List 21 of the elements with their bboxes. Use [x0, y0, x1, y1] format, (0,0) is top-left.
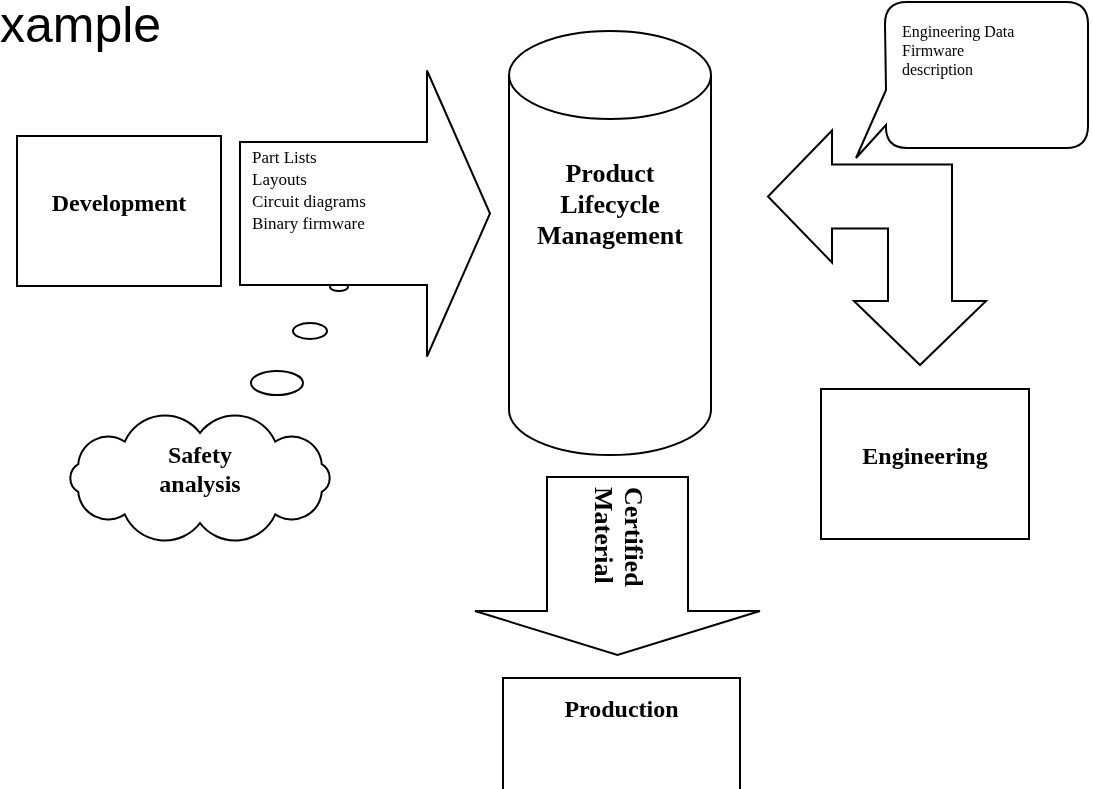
- block-arrow: [474, 476, 761, 657]
- block-arrow: [766, 128, 989, 367]
- process-box: [820, 388, 1030, 540]
- slide-title: xample: [0, 0, 162, 55]
- callout-text: Engineering Data: [902, 22, 1016, 41]
- callout-text: Firmware description: [902, 41, 975, 79]
- node-label: Product Lifecycle Management: [536, 158, 684, 251]
- list-item-text: Part Lists: [252, 148, 317, 168]
- block-arrow: [239, 69, 492, 358]
- speech-callout: [852, 0, 1090, 160]
- list-item-text: Binary firmware: [252, 214, 365, 234]
- node-label: Production: [564, 695, 679, 724]
- list-item-text: Circuit diagrams: [252, 192, 366, 212]
- list-item-text: Layouts: [252, 170, 307, 190]
- edge-label: Certified Material: [587, 487, 648, 589]
- database-cylinder: [508, 30, 712, 455]
- process-box: [16, 135, 222, 287]
- node-label: Development: [51, 189, 187, 218]
- process-box: [502, 677, 741, 789]
- node-label: Engineering: [862, 442, 988, 471]
- node-label: Safety analysis: [158, 441, 242, 499]
